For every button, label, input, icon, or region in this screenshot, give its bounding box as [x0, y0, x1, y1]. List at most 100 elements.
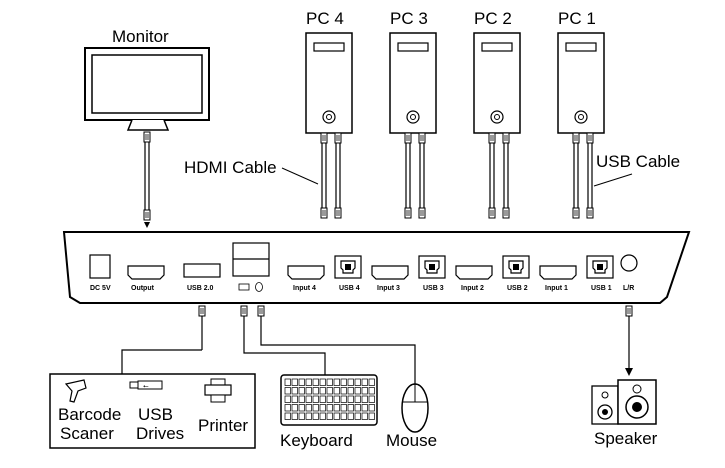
keyboard-key	[354, 404, 361, 412]
usb-drive-icon: ⭠	[129, 380, 163, 390]
usb-cable-label: USB Cable	[596, 152, 680, 171]
keyboard-key	[319, 395, 326, 403]
keyboard-key	[361, 387, 368, 395]
keyboard-key	[354, 395, 361, 403]
keyboard-key	[347, 412, 354, 420]
keyboard-key	[312, 387, 319, 395]
keyboard-key	[291, 404, 298, 412]
keyboard-key	[305, 387, 312, 395]
keyboard-key	[340, 387, 347, 395]
keyboard-key	[361, 404, 368, 412]
keyboard-key	[340, 412, 347, 420]
output-port	[127, 265, 165, 280]
keyboard-key	[298, 412, 305, 420]
usb2-label: USB 2	[507, 285, 528, 292]
hdmi-cable-label: HDMI Cable	[184, 158, 277, 177]
keyboard-key	[291, 378, 298, 386]
keyboard-key	[305, 395, 312, 403]
usb1-label: USB 1	[591, 285, 612, 292]
keyboard-key	[368, 395, 375, 403]
pc-1: PC 1	[557, 9, 605, 134]
keyboard-key	[284, 387, 291, 395]
keyboard-key	[368, 412, 375, 420]
keyboard-key	[298, 395, 305, 403]
keyboard-key	[333, 404, 340, 412]
usb3-label: USB 3	[423, 285, 444, 292]
input3-port	[371, 265, 409, 280]
keyboard-key	[326, 387, 333, 395]
mouse-cable	[257, 305, 416, 384]
pc-2: PC 2	[473, 9, 521, 134]
keyboard-key	[333, 395, 340, 403]
keyboard-key	[347, 378, 354, 386]
pc-tower-icon	[305, 32, 353, 134]
keyboard-key	[312, 395, 319, 403]
keyboard-key	[361, 412, 368, 420]
keyboard-key	[291, 387, 298, 395]
keyboard-key	[284, 395, 291, 403]
keyboard-key	[354, 387, 361, 395]
audio-jack	[620, 254, 638, 272]
keyboard-key	[298, 378, 305, 386]
pc-tower-icon	[557, 32, 605, 134]
keyboard-key	[361, 395, 368, 403]
keyboard-key	[284, 412, 291, 420]
speaker-cable	[625, 305, 633, 376]
keyboard-key	[326, 412, 333, 420]
keyboard-key	[305, 412, 312, 420]
keyboard-key	[291, 395, 298, 403]
keyboard-key	[347, 395, 354, 403]
keyboard-cable	[240, 305, 326, 375]
keyboard-key	[326, 378, 333, 386]
keyboard-key	[312, 404, 319, 412]
usb20-port	[183, 263, 221, 278]
pc-tower-icon	[389, 32, 437, 134]
keyboard-key	[319, 404, 326, 412]
svg-text:⭠: ⭠	[143, 382, 149, 390]
usb2-port	[502, 255, 530, 279]
printer-label: Printer	[198, 416, 248, 435]
mouse-icon	[401, 383, 429, 433]
keyboard-key	[361, 378, 368, 386]
monitor-label: Monitor	[112, 27, 169, 46]
keyboard-key	[347, 387, 354, 395]
keyboard-key	[305, 378, 312, 386]
pc2-label: PC 2	[474, 9, 512, 28]
speaker-label: Speaker	[594, 429, 658, 448]
dc-port	[89, 254, 111, 279]
hdmi-cable	[143, 131, 151, 228]
keyboard-key	[298, 387, 305, 395]
keyboard-key	[305, 404, 312, 412]
port-labels: DC 5V Output USB 2.0 Input 4 USB 4 Input…	[90, 285, 634, 292]
input2-label: Input 2	[461, 285, 484, 292]
usb20-cable	[121, 305, 206, 374]
keyboard-key	[333, 387, 340, 395]
usb1-port	[586, 255, 614, 279]
keyboard-label: Keyboard	[280, 431, 353, 450]
keyboard-key	[319, 378, 326, 386]
kbd-mouse-glyphs	[238, 282, 263, 292]
usb-drives-label-line1: USB	[138, 405, 173, 424]
pc-cables	[321, 143, 593, 208]
usb20-label: USB 2.0	[187, 285, 214, 292]
input4-port	[287, 265, 325, 280]
keyboard-key	[368, 387, 375, 395]
keyboard-key	[298, 404, 305, 412]
barcode-label-line2: Scaner	[60, 424, 114, 443]
keyboard-key	[354, 378, 361, 386]
input2-port	[455, 265, 493, 280]
keyboard-key	[312, 378, 319, 386]
keyboard-key	[354, 412, 361, 420]
keyboard-key	[333, 412, 340, 420]
front-ports	[89, 242, 638, 280]
barcode-scanner-icon	[64, 379, 87, 403]
keyboard-key	[319, 387, 326, 395]
keyboard-key	[326, 395, 333, 403]
input3-label: Input 3	[377, 285, 400, 292]
keyboard-key	[312, 412, 319, 420]
usb3-port	[418, 255, 446, 279]
keyboard-key	[333, 378, 340, 386]
usb-drives-label-line2: Drives	[136, 424, 184, 443]
dc-label: DC 5V	[90, 285, 111, 292]
